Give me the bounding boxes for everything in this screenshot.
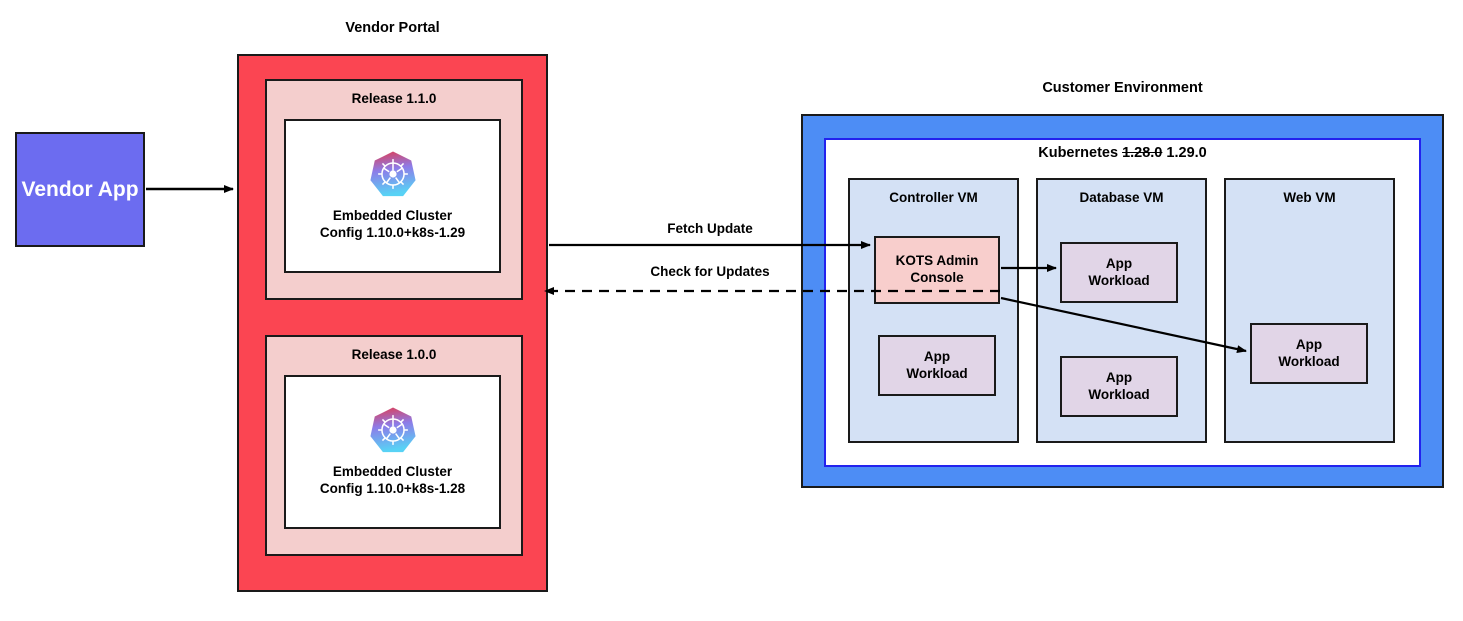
kubernetes-old-version: 1.28.0 bbox=[1122, 145, 1163, 161]
vm-controller[interactable]: Controller VM bbox=[848, 178, 1019, 443]
vendor-portal-title: Vendor Portal bbox=[345, 20, 440, 36]
kubernetes-new-version: 1.29.0 bbox=[1166, 145, 1207, 161]
kubernetes-logo-icon bbox=[369, 406, 417, 454]
check-for-updates-label: Check for Updates bbox=[650, 264, 770, 279]
kubernetes-prefix: Kubernetes bbox=[1038, 145, 1123, 161]
kubernetes-version-label: Kubernetes 1.28.0 1.29.0 bbox=[824, 145, 1421, 162]
release-title: Release 1.0.0 bbox=[351, 347, 437, 362]
kots-admin-console-box[interactable]: KOTS Admin Console bbox=[874, 236, 1000, 304]
vm-title: Controller VM bbox=[889, 190, 978, 205]
kubernetes-logo-icon bbox=[369, 150, 417, 198]
vm-title: Database VM bbox=[1079, 190, 1164, 205]
vendor-app-box[interactable]: Vendor App bbox=[15, 132, 145, 247]
fetch-update-label: Fetch Update bbox=[667, 221, 753, 236]
release-config-text: Embedded Cluster Config 1.10.0+k8s-1.29 bbox=[319, 208, 466, 240]
app-workload-database-1[interactable]: App Workload bbox=[1060, 242, 1178, 303]
customer-environment-title: Customer Environment bbox=[1042, 80, 1203, 96]
app-workload-database-2[interactable]: App Workload bbox=[1060, 356, 1178, 417]
release-title: Release 1.1.0 bbox=[351, 91, 437, 106]
app-workload-controller[interactable]: App Workload bbox=[878, 335, 996, 396]
release-config-text: Embedded Cluster Config 1.10.0+k8s-1.28 bbox=[319, 464, 466, 496]
vm-title: Web VM bbox=[1283, 190, 1336, 205]
app-workload-web[interactable]: App Workload bbox=[1250, 323, 1368, 384]
release-config-card-0[interactable]: Embedded Cluster Config 1.10.0+k8s-1.28 bbox=[284, 375, 501, 529]
release-config-card-1[interactable]: Embedded Cluster Config 1.10.0+k8s-1.29 bbox=[284, 119, 501, 273]
vm-web[interactable]: Web VM bbox=[1224, 178, 1395, 443]
